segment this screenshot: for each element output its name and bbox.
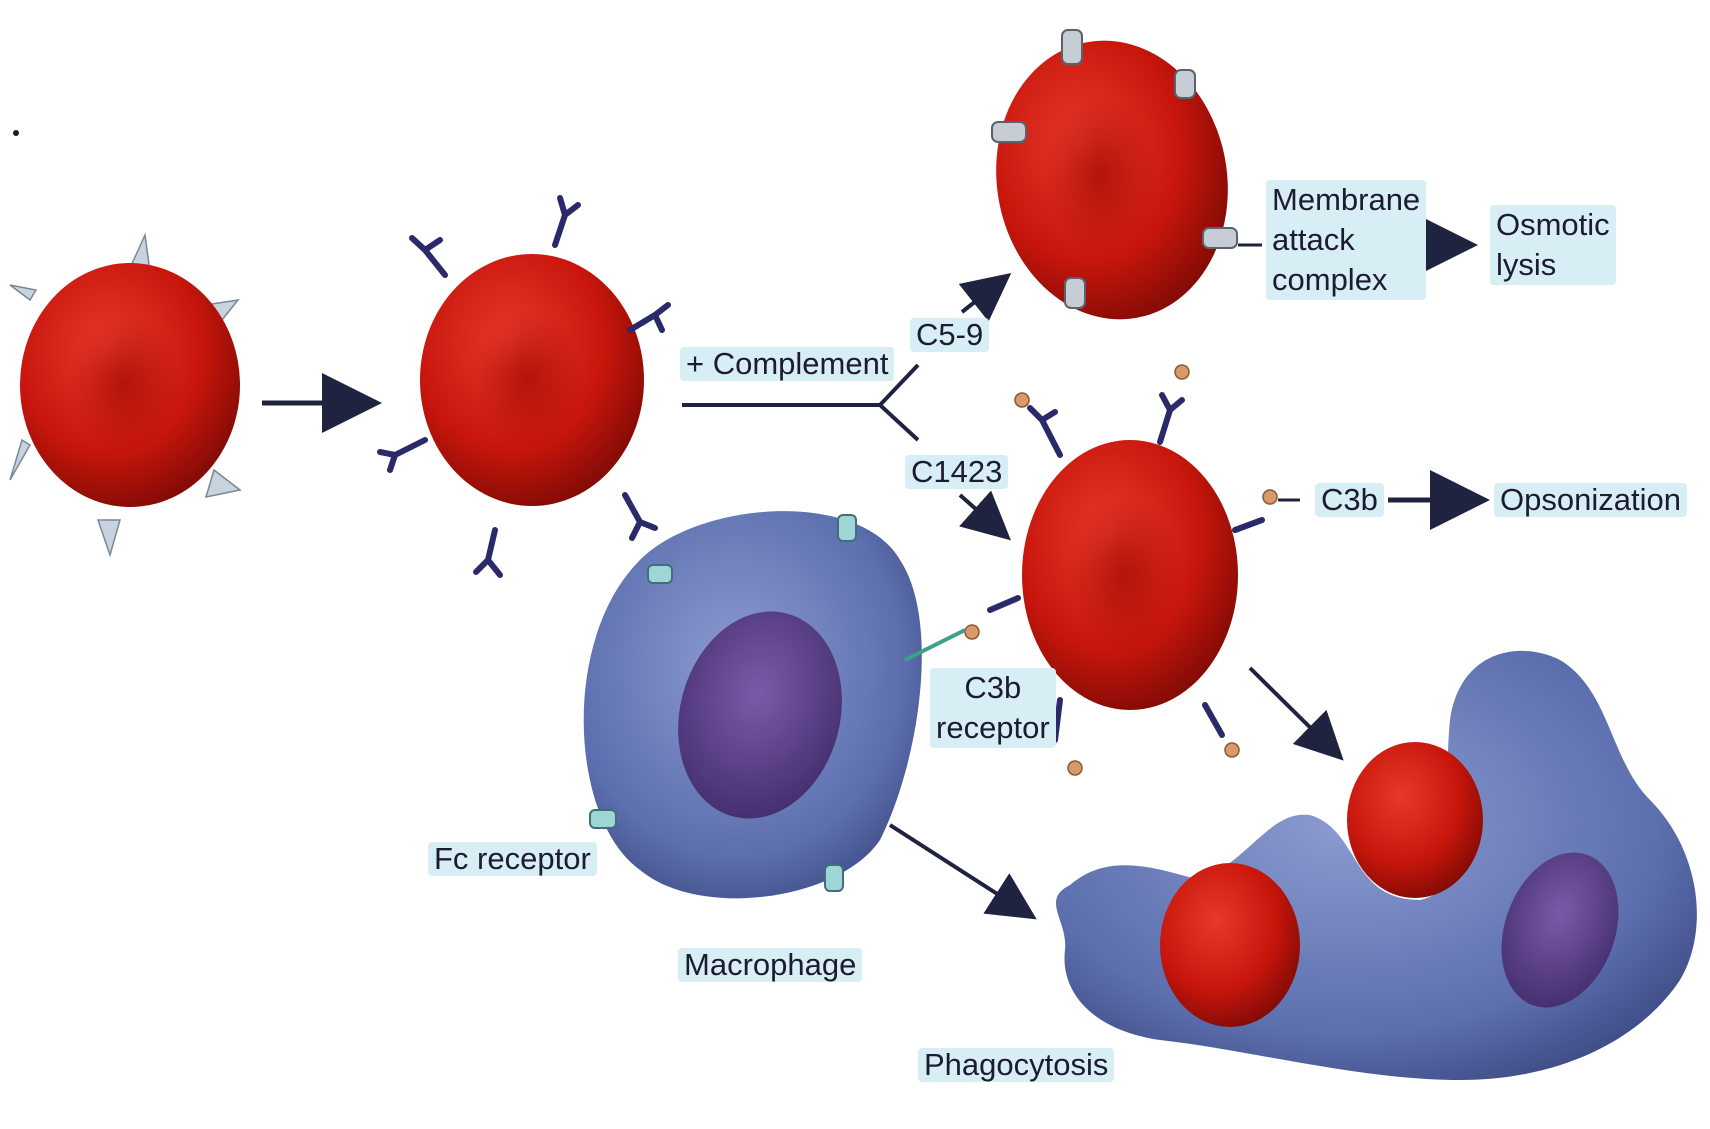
label-c3b-receptor: C3b receptor <box>930 668 1056 748</box>
label-membrane-attack-complex: Membrane attack complex <box>1266 180 1426 300</box>
label-fc-receptor: Fc receptor <box>428 842 597 876</box>
arrow-macrophage-to-phagocytosis <box>890 825 1030 915</box>
mac-line3: complex <box>1272 260 1420 300</box>
macrophage <box>584 511 965 898</box>
fc-receptor-icon <box>590 810 616 828</box>
arrow-opsonized-to-phagocytosis <box>1250 668 1338 755</box>
c3b-receptor-line1: C3b <box>936 668 1050 708</box>
phagocytosing-macrophage <box>1056 651 1697 1080</box>
label-phagocytosis: Phagocytosis <box>918 1048 1114 1082</box>
lysis-line2: lysis <box>1496 245 1610 285</box>
rbc-with-antibodies <box>380 198 668 575</box>
lysis-line1: Osmotic <box>1496 205 1610 245</box>
c3b-receptor-line2: receptor <box>936 708 1050 748</box>
label-c3b: C3b <box>1315 483 1384 517</box>
label-c5-9: C5-9 <box>910 318 989 352</box>
engulfed-rbc <box>1347 742 1483 898</box>
label-c1423: C1423 <box>905 455 1008 489</box>
label-complement: + Complement <box>680 347 894 381</box>
label-osmotic-lysis: Osmotic lysis <box>1490 205 1616 285</box>
label-opsonization: Opsonization <box>1494 483 1687 517</box>
mac-line1: Membrane <box>1272 180 1420 220</box>
mac-line2: attack <box>1272 220 1420 260</box>
rbc-membrane-attack <box>974 22 1249 338</box>
engulfed-rbc <box>1160 863 1300 1027</box>
stray-dot <box>13 130 19 136</box>
rbc-with-antigens <box>10 235 240 555</box>
label-macrophage: Macrophage <box>678 948 862 982</box>
